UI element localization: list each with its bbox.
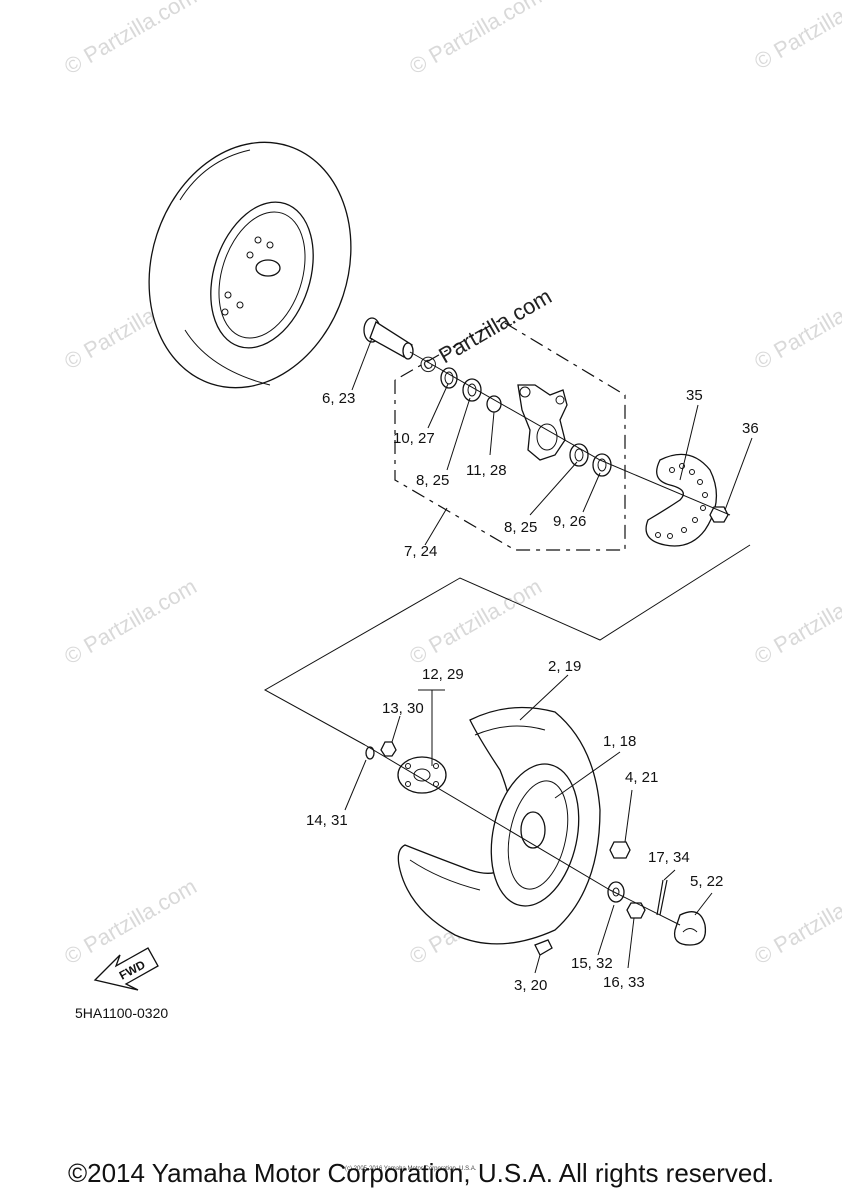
axle-washer (365, 746, 375, 760)
watermark: © Partzilla.com (60, 574, 201, 670)
callout-17-34: 17, 34 (648, 849, 690, 866)
hub-cap (673, 911, 707, 946)
wheel-hub (397, 756, 447, 794)
wheel-rim (490, 763, 580, 907)
callout-8-25: 8, 25 (416, 472, 449, 489)
watermark-group: © Partzilla.com © Partzilla.com © Partzi… (60, 0, 842, 969)
diagram-code: 5HA1100-0320 (75, 1005, 168, 1021)
axle-nut-washer (607, 881, 625, 903)
link-outline (263, 544, 751, 746)
wheel-nut (609, 841, 631, 859)
collar-11-28 (486, 395, 502, 413)
callout-13-30: 13, 30 (382, 700, 424, 717)
callout-5-22: 5, 22 (690, 873, 723, 890)
callout-7-24: 7, 24 (404, 543, 437, 560)
copyright-notice: ©2014 Yamaha Motor Corporation, U.S.A. A… (67, 1158, 775, 1188)
callout-35: 35 (686, 387, 703, 404)
callout-9-26: 9, 26 (553, 513, 586, 530)
callout-12-29: 12, 29 (422, 666, 464, 683)
watermark-center: © Partzilla.com (415, 284, 556, 380)
watermark: © Partzilla.com (750, 279, 842, 375)
bearing-8-25-b (569, 443, 589, 467)
callout-15-32: 15, 32 (571, 955, 613, 972)
front-axle (363, 317, 414, 360)
watermark: © Partzilla.com (750, 574, 842, 670)
watermark: © Partzilla.com (750, 874, 842, 970)
callout-1-18: 1, 18 (603, 733, 636, 750)
brake-disc (645, 453, 718, 547)
watermark: © Partzilla.com (405, 0, 546, 79)
callout-10-27: 10, 27 (393, 430, 435, 447)
knuckle-group-outline (394, 319, 626, 551)
disc-bolt (709, 506, 729, 523)
bearing-8-25-a (462, 378, 482, 402)
steering-knuckle (517, 384, 568, 461)
hub-bolt (380, 741, 397, 757)
callout-16-33: 16, 33 (603, 974, 645, 991)
axle-nut (626, 902, 646, 919)
callout-14-31: 14, 31 (306, 812, 348, 829)
leader-lines (344, 337, 753, 974)
callout-11-28: 11, 28 (466, 462, 507, 479)
callout-36: 36 (742, 420, 759, 437)
fwd-arrow-icon: FWD (93, 947, 159, 991)
tire-valve (534, 939, 553, 956)
small-notice: (c) 2005-2016 Yamaha Motor Corporation, … (345, 1166, 477, 1172)
watermark: © Partzilla.com (405, 574, 546, 670)
callout-3-20: 3, 20 (514, 977, 547, 994)
wheel-assembly-reference (148, 141, 352, 389)
watermark: © Partzilla.com (750, 0, 842, 74)
callout-6-23: 6, 23 (322, 390, 355, 407)
cotter-pin (656, 879, 668, 916)
callout-8-25-b: 8, 25 (504, 519, 537, 536)
callout-4-21: 4, 21 (625, 769, 658, 786)
watermark: © Partzilla.com (60, 0, 201, 79)
callout-2-19: 2, 19 (548, 658, 581, 675)
watermark: © Partzilla.com (60, 874, 201, 970)
